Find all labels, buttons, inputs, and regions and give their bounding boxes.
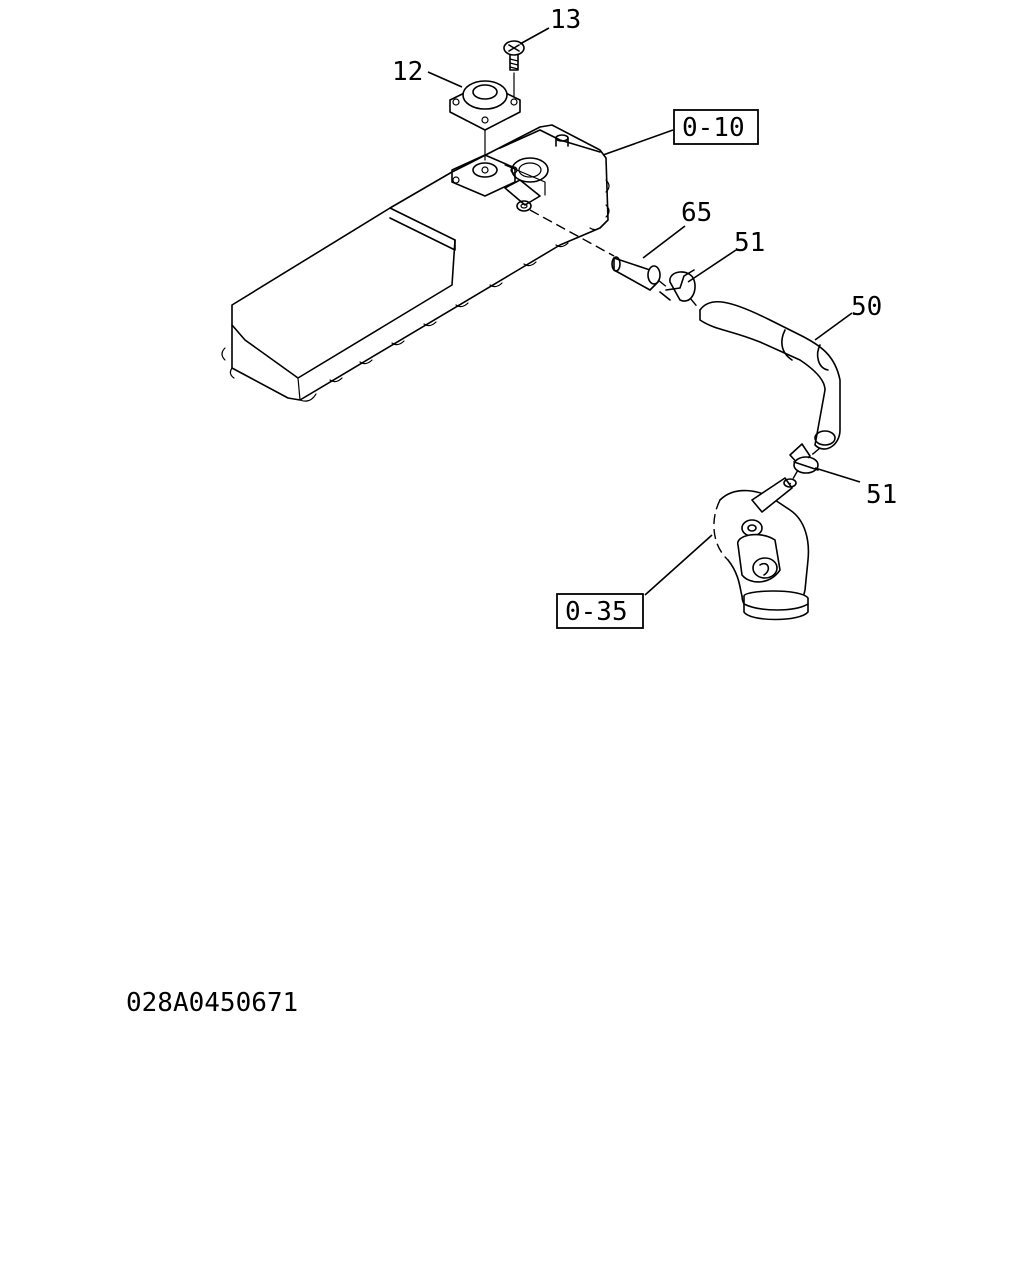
- screw: [503, 40, 525, 71]
- callout-nipple: 65: [681, 198, 712, 228]
- ref-air-duct-label: 0-35: [565, 597, 628, 627]
- hose-clip-upper: [659, 269, 696, 302]
- breather-cap: [449, 72, 521, 161]
- leader-lines: [427, 27, 861, 596]
- ref-head-cover-label: 0-10: [682, 113, 745, 143]
- nipple: [611, 256, 661, 291]
- head-cover: [221, 124, 610, 402]
- air-duct: [713, 477, 810, 621]
- callout-hose: 50: [851, 292, 882, 322]
- hose-clip-lower: [789, 443, 819, 474]
- ref-box-air-duct[interactable]: 0-35: [556, 593, 644, 629]
- callout-clip-lower: 51: [866, 480, 897, 510]
- assembly-lines: [529, 209, 821, 485]
- drawing-id: 028A0450671: [126, 988, 298, 1018]
- callout-cap: 12: [392, 57, 423, 87]
- ref-box-head-cover[interactable]: 0-10: [673, 109, 759, 145]
- breather-hose: [699, 300, 841, 450]
- callout-screw: 13: [550, 5, 581, 35]
- callout-clip-upper: 51: [734, 228, 765, 258]
